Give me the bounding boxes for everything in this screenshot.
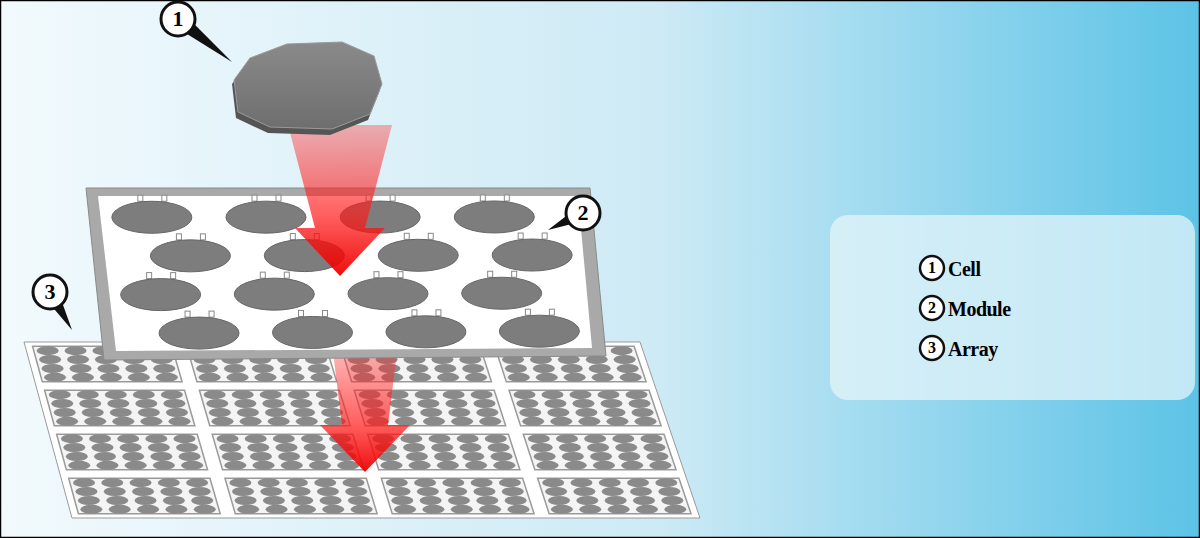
callout-number: 2 [578, 200, 589, 226]
callout-circle [161, 2, 195, 36]
red-arrow [288, 125, 392, 276]
legend-circle [920, 256, 944, 280]
solar-cell [232, 42, 382, 135]
legend-text: Array [948, 338, 998, 361]
callout-circle [33, 275, 67, 309]
solar-array [24, 342, 700, 518]
callout-number: 1 [173, 6, 184, 32]
legend-number: 1 [928, 259, 936, 277]
legend-circle [920, 296, 944, 320]
callout-number: 3 [45, 279, 56, 305]
callout-markers [33, 2, 600, 330]
callout-circle [566, 196, 600, 230]
red-arrow [320, 352, 410, 472]
legend-text: Cell [948, 258, 980, 281]
legend-panel [830, 215, 1195, 400]
legend-circle [920, 336, 944, 360]
legend-number: 2 [928, 299, 936, 317]
legend-number: 3 [928, 339, 936, 357]
legend-text: Module [948, 298, 1011, 321]
